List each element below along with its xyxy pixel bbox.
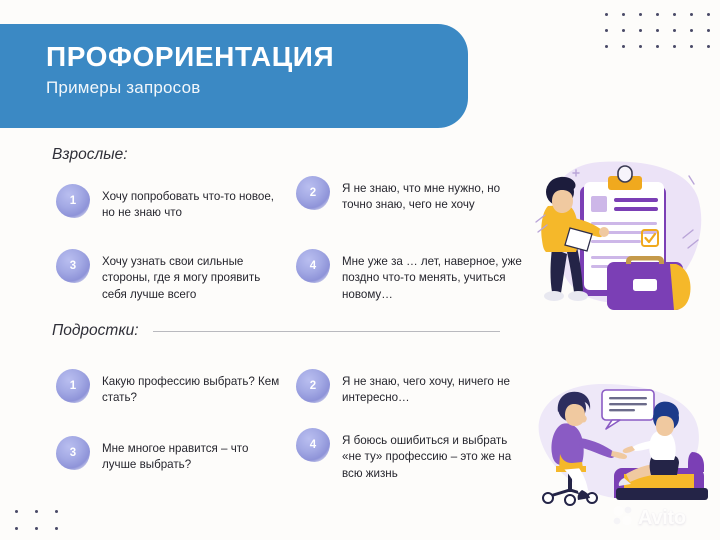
badge-number: 2 — [309, 380, 317, 392]
badge-blob-icon — [296, 176, 330, 210]
avito-logo-icon — [612, 505, 634, 532]
number-badge: 4 — [296, 249, 330, 283]
dot — [668, 40, 681, 53]
badge-number: 4 — [309, 260, 317, 272]
dot — [600, 8, 613, 21]
dot — [702, 24, 715, 37]
avito-watermark: Avito — [612, 505, 686, 532]
number-badge: 1 — [56, 369, 90, 403]
number-badge: 1 — [56, 184, 90, 218]
section-divider — [152, 330, 500, 332]
question-text: Мне многое нравится – что лучше выбрать? — [102, 442, 249, 472]
dot — [668, 8, 681, 21]
dot — [702, 8, 715, 21]
question-text: Хочу попробовать что-то новое, но не зна… — [102, 190, 275, 220]
question-item[interactable]: 3 Хочу узнать свои сильные стороны, где … — [56, 249, 284, 303]
dot — [617, 8, 630, 21]
question-text: Какую профессию выбрать? Кем стать? — [102, 375, 280, 405]
badge-blob-icon — [296, 369, 330, 403]
badge-blob-icon — [56, 249, 90, 283]
page-title: ПРОФОРИЕНТАЦИЯ — [46, 41, 335, 72]
dot — [634, 24, 647, 37]
badge-blob-icon — [56, 436, 90, 470]
person-with-checklist-and-briefcase-illustration — [518, 152, 714, 322]
question-text: Мне уже за … лет, наверное, уже поздно ч… — [342, 255, 522, 301]
question-item[interactable]: 3 Мне многое нравится – что лучше выбрат… — [56, 436, 284, 474]
question-item[interactable]: 1 Хочу попробовать что-то новое, но не з… — [56, 184, 284, 222]
question-item[interactable]: 4 Я боюсь ошибиться и выбрать «не ту» пр… — [296, 428, 524, 482]
dot — [600, 40, 613, 53]
question-item[interactable]: 1 Какую профессию выбрать? Кем стать? — [56, 369, 284, 407]
question-text: Я не знаю, чего хочу, ничего не интересн… — [342, 375, 510, 405]
dot — [30, 522, 43, 535]
badge-number: 1 — [69, 195, 77, 207]
badge-number: 4 — [309, 439, 317, 451]
question-text: Я не знаю, что мне нужно, но точно знаю,… — [342, 182, 501, 212]
number-badge: 2 — [296, 176, 330, 210]
header-banner: ПРОФОРИЕНТАЦИЯ Примеры запросов — [0, 24, 468, 128]
number-badge: 2 — [296, 369, 330, 403]
question-item[interactable]: 2 Я не знаю, чего хочу, ничего не интере… — [296, 369, 524, 407]
question-item[interactable]: 2 Я не знаю, что мне нужно, но точно зна… — [296, 176, 524, 214]
dot — [50, 505, 63, 518]
decorative-dot-grid-top-right — [600, 8, 719, 56]
badge-blob-icon — [296, 428, 330, 462]
badge-blob-icon — [56, 184, 90, 218]
section-divider — [142, 155, 500, 156]
dot — [685, 24, 698, 37]
number-badge: 3 — [56, 436, 90, 470]
dot — [50, 522, 63, 535]
badge-number: 3 — [69, 260, 77, 272]
dot — [685, 8, 698, 21]
number-badge: 3 — [56, 249, 90, 283]
dot — [10, 505, 23, 518]
badge-number: 3 — [69, 447, 77, 459]
decorative-dot-grid-bottom-left — [10, 505, 70, 539]
dot — [651, 40, 664, 53]
number-badge: 4 — [296, 428, 330, 462]
dot — [30, 505, 43, 518]
badge-blob-icon — [56, 369, 90, 403]
dot — [634, 8, 647, 21]
section-label: Взрослые: — [52, 146, 128, 163]
dot — [10, 522, 23, 535]
section-heading-teens: Подростки: — [52, 322, 662, 340]
question-text: Хочу узнать свои сильные стороны, где я … — [102, 255, 261, 301]
question-text: Я боюсь ошибиться и выбрать «не ту» проф… — [342, 434, 512, 480]
counselor-talking-with-teen-illustration — [520, 378, 716, 513]
dot — [702, 40, 715, 53]
dot — [634, 40, 647, 53]
dot — [651, 24, 664, 37]
dot — [617, 40, 630, 53]
page-subtitle: Примеры запросов — [46, 78, 201, 98]
dot — [600, 24, 613, 37]
dot — [617, 24, 630, 37]
dot — [651, 8, 664, 21]
badge-number: 1 — [69, 380, 77, 392]
dot — [685, 40, 698, 53]
dot — [668, 24, 681, 37]
section-label: Подростки: — [52, 322, 139, 339]
badge-number: 2 — [309, 187, 317, 199]
avito-wordmark: Avito — [638, 507, 686, 529]
section-heading-adults: Взрослые: — [52, 146, 662, 164]
badge-blob-icon — [296, 249, 330, 283]
question-item[interactable]: 4 Мне уже за … лет, наверное, уже поздно… — [296, 249, 524, 303]
